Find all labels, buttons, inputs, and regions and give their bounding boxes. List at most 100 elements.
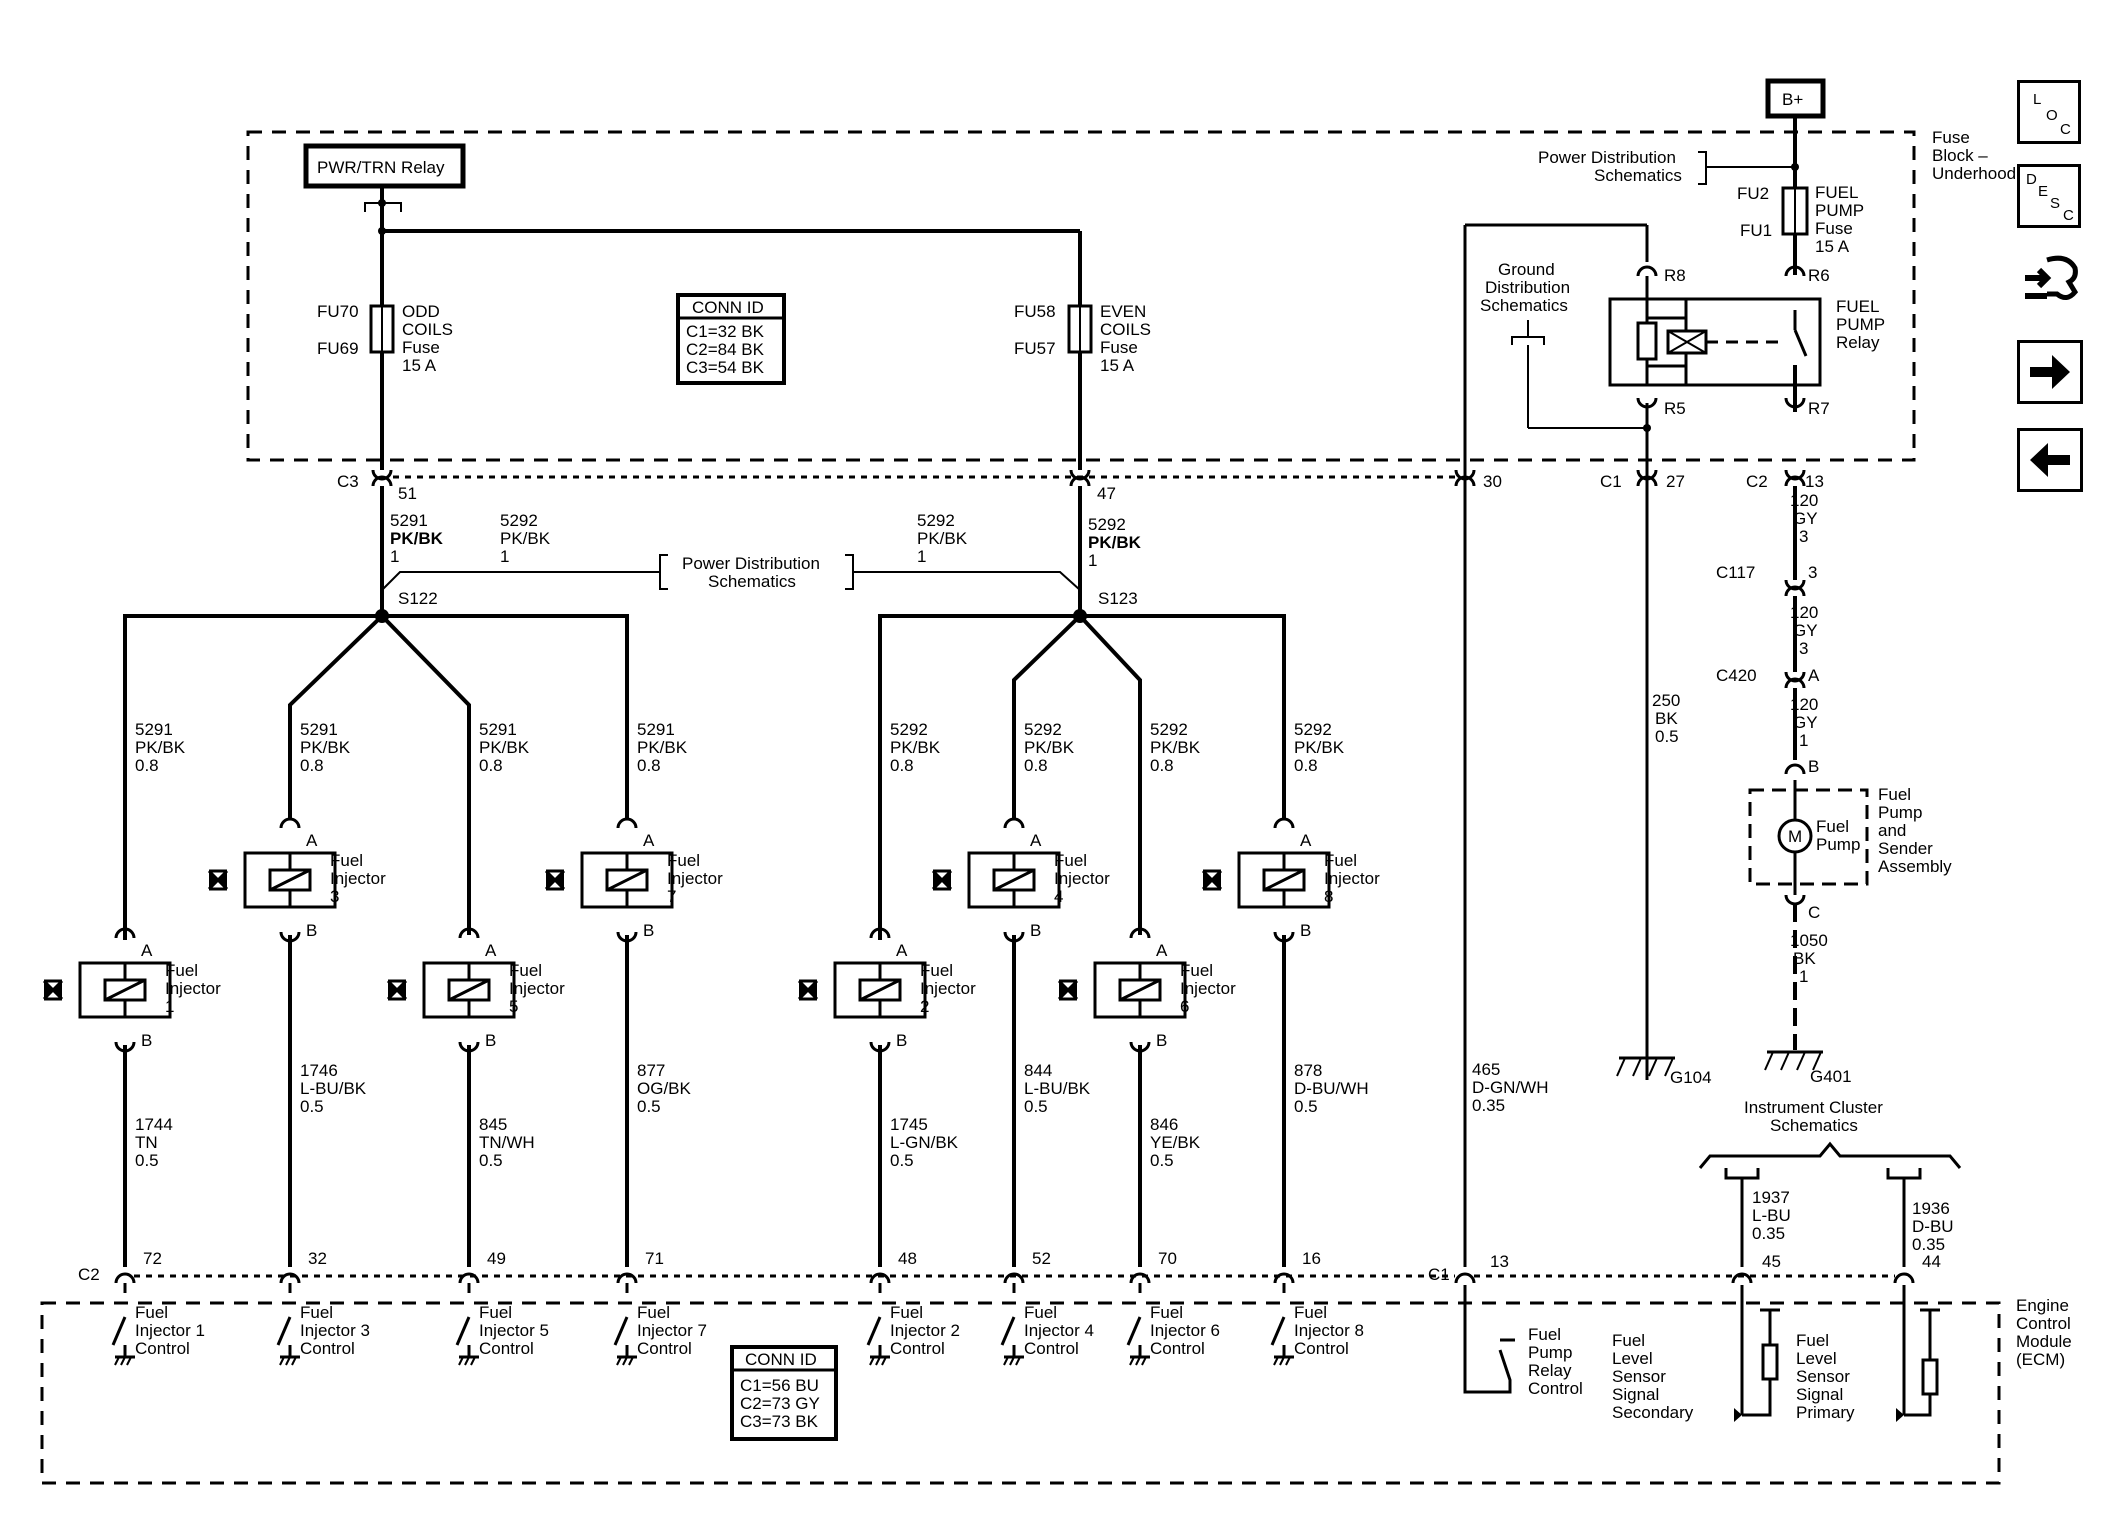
w5292-left-2: PK/BK xyxy=(500,529,551,548)
ecm-connector-pin xyxy=(1454,1272,1476,1284)
w465-1: 465 xyxy=(1472,1060,1500,1079)
loc-button[interactable]: L O C xyxy=(2017,80,2081,144)
injector-name-label: 3 xyxy=(330,887,339,906)
injector-feed-label: 5292 xyxy=(1150,720,1188,739)
ecm-connector-pin xyxy=(869,1272,891,1284)
pin-a-label: A xyxy=(485,941,497,960)
pump-relay-ctrl-2: Pump xyxy=(1528,1343,1572,1362)
ecm-driver-switch xyxy=(866,1281,892,1367)
ecm-driver-switch xyxy=(1000,1281,1026,1367)
injector-feed-label: PK/BK xyxy=(890,738,941,757)
ecm-pin-number: 49 xyxy=(487,1249,506,1268)
w250-2: BK xyxy=(1655,709,1678,728)
injector-feed-label: PK/BK xyxy=(479,738,530,757)
even-coils-3: Fuse xyxy=(1100,338,1138,357)
injector-control-wire-label: TN/WH xyxy=(479,1133,535,1152)
w5292-main-1: 5292 xyxy=(1088,515,1126,534)
desc-button[interactable]: D E S C xyxy=(2017,164,2081,228)
even-coils-4: 15 A xyxy=(1100,356,1135,375)
level-secondary-4: Signal xyxy=(1612,1385,1659,1404)
g104-label: G104 xyxy=(1670,1068,1712,1087)
ecm-connector-pin xyxy=(1129,1272,1151,1284)
r8-label: R8 xyxy=(1664,266,1686,285)
ecm-pin-number: 32 xyxy=(308,1249,327,1268)
injector-name-label: 2 xyxy=(920,997,929,1016)
w5292-right-2: PK/BK xyxy=(917,529,968,548)
conn-id-top-title: CONN ID xyxy=(692,298,764,317)
ecm-c1-label: C1 xyxy=(1428,1265,1450,1284)
conn-id-top xyxy=(676,293,786,385)
w5291-left-2: PK/BK xyxy=(390,529,444,548)
pwr-trn-relay-box xyxy=(303,143,466,189)
fu2-label: FU2 xyxy=(1737,184,1769,203)
ecm-connector-pin xyxy=(114,1272,136,1284)
pump-relay-ctrl-4: Control xyxy=(1528,1379,1583,1398)
injector-name-label: 1 xyxy=(165,997,174,1016)
power-dist-top-1: Power Distribution xyxy=(1538,148,1676,167)
injector-feed-label: 5291 xyxy=(637,720,675,739)
injector-control-wire-label: 0.5 xyxy=(890,1151,914,1170)
fuel-pump-fuse-1: FUEL xyxy=(1815,183,1858,202)
fuel-pump-relay xyxy=(1608,297,1822,387)
injector-control-wire-label: 0.5 xyxy=(1024,1097,1048,1116)
ecm-label-1: Engine xyxy=(2016,1296,2069,1315)
pin-a-label: A xyxy=(306,831,318,850)
w120c-2: GY xyxy=(1793,713,1818,732)
pump-relay-ctrl-3: Relay xyxy=(1528,1361,1572,1380)
next-button[interactable] xyxy=(2017,340,2083,404)
level-primary-4: Signal xyxy=(1796,1385,1843,1404)
ground-dist-1: Ground xyxy=(1498,260,1555,279)
s123-label: S123 xyxy=(1098,589,1138,608)
injector-control-wire-label: 0.5 xyxy=(637,1097,661,1116)
fuse-block-label-2: Block – xyxy=(1932,146,1988,165)
injector-name-label: 5 xyxy=(509,997,518,1016)
ecm-injector-control-label: Fuel xyxy=(890,1303,923,1322)
fu58-label: FU58 xyxy=(1014,302,1056,321)
connector-view-button[interactable] xyxy=(2017,248,2081,312)
ecm-injector-control-label: Fuel xyxy=(1294,1303,1327,1322)
ecm-injector-control-label: Fuel xyxy=(135,1303,168,1322)
pin-a-label: A xyxy=(643,831,655,850)
injector-control-wire-label: TN xyxy=(135,1133,158,1152)
ecm-label-3: Module xyxy=(2016,1332,2072,1351)
previous-button[interactable] xyxy=(2017,428,2083,492)
ecm-driver-switch xyxy=(1270,1281,1296,1367)
injector-control-wire-label: L-GN/BK xyxy=(890,1133,959,1152)
c2-pin-13: 13 xyxy=(1805,472,1824,491)
injector-name-label: Injector xyxy=(920,979,976,998)
ecm-injector-control-label: Fuel xyxy=(1150,1303,1183,1322)
fuel-pump-fuse-2: PUMP xyxy=(1815,201,1864,220)
power-dist-mid-1: Power Distribution xyxy=(682,554,820,573)
pin-a-label: A xyxy=(1156,941,1168,960)
injector-name-label: Injector xyxy=(509,979,565,998)
injector-feed-label: PK/BK xyxy=(1024,738,1075,757)
ecm-injector-control-label: Injector 8 xyxy=(1294,1321,1364,1340)
ecm-driver-switch xyxy=(613,1281,639,1367)
arrow-right-icon xyxy=(2030,355,2070,389)
desc-e: E xyxy=(2038,183,2049,200)
level-primary-1: Fuel xyxy=(1796,1331,1829,1350)
assembly-3: and xyxy=(1878,821,1906,840)
ecm-connector-pin xyxy=(1731,1272,1753,1284)
injector-feed-label: PK/BK xyxy=(135,738,186,757)
conn-id-top-line-3: C3=54 BK xyxy=(686,358,765,377)
pin-b-label: B xyxy=(1300,921,1311,940)
ecm-pin-number: 70 xyxy=(1158,1249,1177,1268)
w120b-3: 3 xyxy=(1799,639,1808,658)
injector-feed-label: 5292 xyxy=(890,720,928,739)
fuel-pump-assembly xyxy=(1748,788,1869,886)
w250-3: 0.5 xyxy=(1655,727,1679,746)
ecm-c2-label: C2 xyxy=(78,1265,100,1284)
w465-3: 0.35 xyxy=(1472,1096,1505,1115)
motor-label: M xyxy=(1788,827,1802,846)
w1936-3: 0.35 xyxy=(1912,1235,1945,1254)
fuel-pump-label-1: Fuel xyxy=(1816,817,1849,836)
injector-control-wire-label: YE/BK xyxy=(1150,1133,1201,1152)
odd-coils-4: 15 A xyxy=(402,356,437,375)
even-coils-2: COILS xyxy=(1100,320,1151,339)
ecm-connector-pin xyxy=(1893,1272,1915,1284)
ecm-driver-switch xyxy=(111,1281,137,1367)
power-dist-mid-2: Schematics xyxy=(708,572,796,591)
ecm-injector-control-label: Control xyxy=(135,1339,190,1358)
w465-2: D-GN/WH xyxy=(1472,1078,1548,1097)
